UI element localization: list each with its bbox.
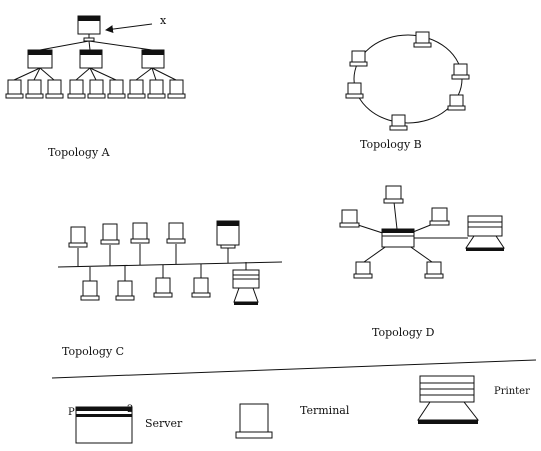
terminal-icon	[389, 114, 408, 131]
legend: P 2 Server Terminal Printer	[68, 375, 530, 444]
terminal-icon	[5, 79, 24, 99]
legend-terminal-icon	[235, 403, 273, 439]
terminal-icon	[451, 63, 470, 80]
terminal-icon	[25, 79, 44, 99]
server-icon	[216, 220, 240, 249]
terminal-icon	[167, 79, 186, 99]
topology-d-diagram: Topology D	[339, 185, 505, 339]
server-node-root	[77, 15, 101, 42]
terminal-icon	[429, 207, 450, 226]
svg-text:P: P	[68, 407, 75, 418]
topology-b-diagram: Topology B	[345, 31, 470, 151]
terminal-icon	[424, 261, 444, 279]
terminal-row-a	[5, 79, 186, 99]
legend-terminal-label: Terminal	[300, 404, 350, 417]
terminal-icon	[100, 223, 120, 245]
terminal-icon	[345, 82, 364, 99]
terminal-icon	[67, 79, 86, 99]
svg-text:2: 2	[127, 404, 133, 415]
printer-icon	[465, 215, 505, 251]
bus-cable	[57, 261, 283, 268]
marker-x-label: x	[160, 14, 167, 27]
terminal-icon	[349, 50, 368, 67]
legend-server-label: Server	[145, 417, 183, 430]
server-icon	[381, 228, 415, 248]
legend-printer-label: Printer	[494, 386, 530, 397]
topology-c-label: Topology C	[62, 345, 124, 358]
topology-a-diagram: x	[5, 14, 186, 159]
terminal-icon	[413, 31, 432, 48]
terminal-icon	[130, 222, 150, 244]
topology-a-label: Topology A	[48, 146, 111, 159]
legend-printer-icon	[417, 375, 480, 424]
pointer-arrow	[105, 23, 153, 34]
terminal-icon	[353, 261, 373, 279]
server-node-mid-3	[141, 49, 165, 69]
printer-icon	[232, 269, 260, 305]
terminal-icon	[107, 79, 126, 99]
terminal-icon	[191, 277, 211, 298]
ring-cable	[353, 34, 463, 124]
topology-c-diagram: Topology C	[57, 220, 283, 358]
terminal-icon	[166, 222, 186, 244]
server-node-mid-2	[79, 49, 103, 69]
terminal-icon	[115, 280, 135, 301]
terminal-icon	[447, 94, 466, 111]
terminal-icon	[383, 185, 404, 204]
legend-server-icon: P 2	[68, 404, 133, 444]
topology-b-label: Topology B	[360, 138, 422, 151]
terminal-icon	[68, 226, 88, 248]
terminal-icon	[80, 280, 100, 301]
terminal-icon	[45, 79, 64, 99]
terminal-icon	[87, 79, 106, 99]
terminal-icon	[339, 209, 360, 228]
terminal-icon	[153, 277, 173, 298]
terminal-icon	[127, 79, 146, 99]
topology-d-label: Topology D	[372, 326, 435, 339]
terminal-icon	[147, 79, 166, 99]
server-node-mid-1	[27, 49, 53, 69]
tree-branch-lines	[13, 67, 177, 81]
legend-divider	[51, 359, 537, 379]
